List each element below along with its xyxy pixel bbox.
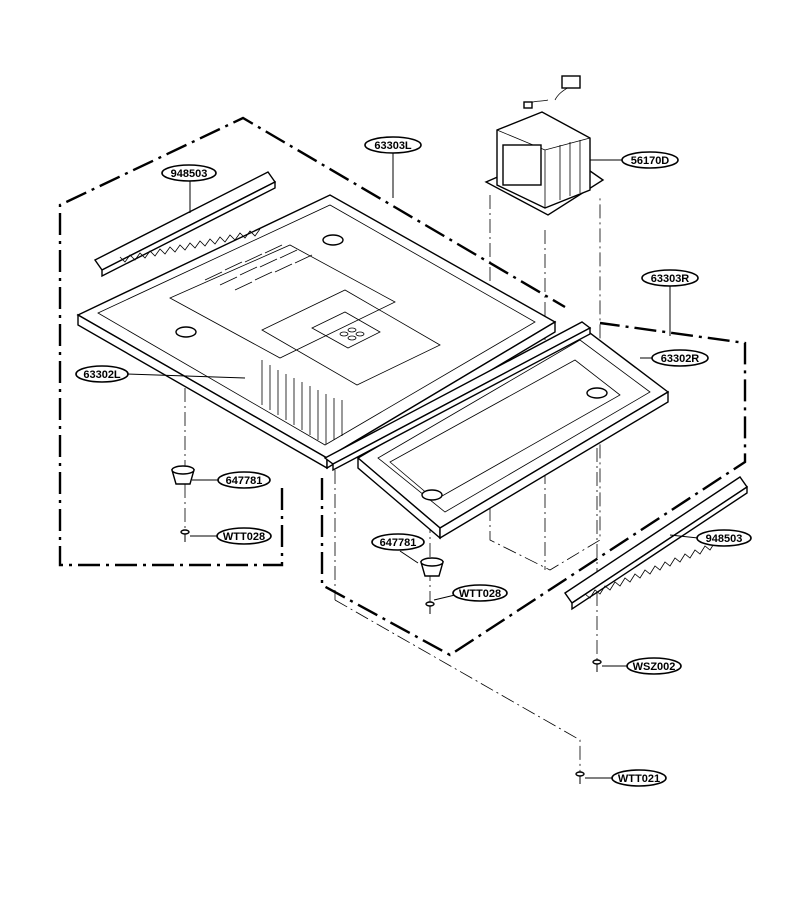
callout-56170D-text: 56170D [631,155,670,167]
callout-56170D: 56170D [621,151,679,169]
callout-948503-left-text: 948503 [171,168,208,180]
callout-WTT021: WTT021 [611,769,667,787]
right-bottom-plate [356,326,670,540]
callout-63302L-text: 63302L [83,369,121,381]
screw-wtt021 [575,771,585,784]
callout-WTT021-text: WTT021 [618,773,660,785]
callout-63303R-text: 63303R [651,273,690,285]
callout-647781-right: 647781 [371,533,425,551]
joining-strip [323,321,592,472]
seal-strip-left [93,171,277,278]
callout-948503-right: 948503 [696,529,752,547]
screw-right [425,601,435,614]
transformer [484,75,605,216]
callout-948503-left: 948503 [161,164,217,182]
screw-left [180,529,190,542]
seal-strip-right [564,476,748,611]
callout-WTT028-right: WTT028 [452,584,508,602]
callout-63302L: 63302L [75,365,129,383]
leader-lines [125,152,699,779]
vent-slots-front [261,360,343,444]
callout-948503-right-text: 948503 [706,533,743,545]
callout-WTT028-left: WTT028 [216,527,272,545]
screw-wsz002 [592,659,602,672]
callout-63303L-text: 63303L [374,140,412,152]
callout-WSZ002-text: WSZ002 [633,661,676,673]
callout-63302R: 63302R [651,349,709,367]
callout-WTT028-left-text: WTT028 [223,531,265,543]
right-assembly-boundary [320,321,747,657]
callout-647781-left-text: 647781 [226,475,263,487]
callout-63303R: 63303R [641,269,699,287]
callout-WTT028-right-text: WTT028 [459,588,501,600]
callout-647781-left: 647781 [217,471,271,489]
foot-right [420,557,444,577]
callout-63302R-text: 63302R [661,353,700,365]
callout-63303L: 63303L [364,136,422,154]
callout-WSZ002: WSZ002 [626,657,682,675]
vent-slots-top [204,244,313,291]
callout-647781-right-text: 647781 [380,537,417,549]
foot-left [171,465,195,485]
